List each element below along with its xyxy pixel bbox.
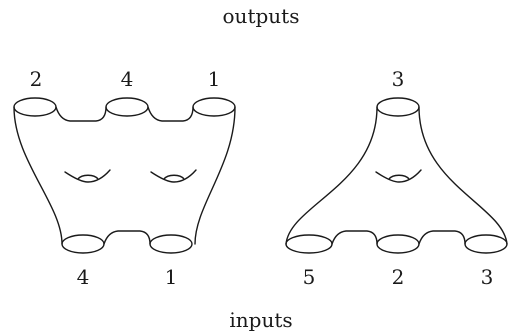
left-output-circle-1	[13, 97, 57, 117]
left-surface-right-wall	[194, 106, 236, 245]
right-output-circle-1	[376, 97, 420, 117]
left-output-label-3: 1	[208, 67, 221, 91]
left-surface-left-wall	[13, 106, 63, 245]
left-output-circle-3	[192, 97, 236, 117]
left-input-label-1: 4	[77, 265, 90, 289]
right-input-label-2: 2	[392, 265, 405, 289]
left-bottom-saddle	[103, 230, 151, 245]
right-input-label-3: 3	[481, 265, 494, 289]
left-handle-1	[64, 169, 111, 183]
right-surface	[285, 97, 508, 254]
left-top-saddle-1	[55, 106, 107, 122]
left-input-circle-1	[61, 234, 105, 254]
left-input-label-2: 1	[165, 265, 178, 289]
left-input-circle-2	[149, 234, 193, 254]
right-input-circle-2	[376, 234, 420, 254]
left-output-circle-2	[105, 97, 149, 117]
outputs-caption: outputs	[223, 4, 300, 28]
left-output-label-1: 2	[30, 67, 43, 91]
right-input-label-1: 5	[303, 265, 316, 289]
right-surface-left-wall	[285, 106, 378, 245]
right-surface-right-wall	[418, 106, 508, 245]
right-handle-1	[375, 169, 422, 183]
right-input-circle-1	[285, 234, 333, 254]
inputs-caption: inputs	[229, 308, 292, 332]
left-output-label-2: 4	[121, 67, 134, 91]
left-handle-2	[150, 169, 197, 183]
left-surface	[13, 97, 236, 254]
left-top-saddle-2	[147, 106, 194, 122]
right-input-circle-3	[464, 234, 508, 254]
right-bottom-saddle-2	[418, 230, 466, 245]
right-output-label-1: 3	[392, 67, 405, 91]
right-bottom-saddle-1	[331, 230, 378, 245]
